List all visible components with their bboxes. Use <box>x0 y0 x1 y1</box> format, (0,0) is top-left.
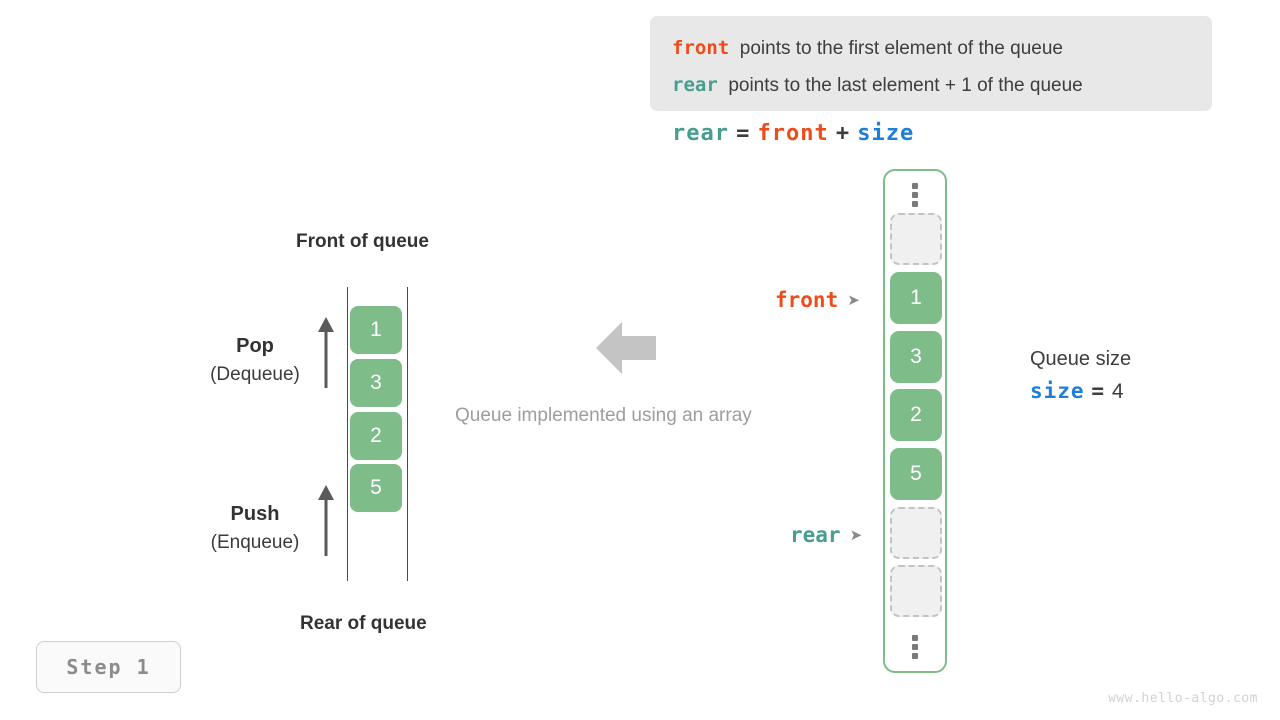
pointer-rear-arrow-icon: ➤ <box>849 526 863 544</box>
pop-up-arrow-icon <box>318 317 334 388</box>
legend-keyword-rear: rear <box>672 74 718 96</box>
push-subtitle: (Enqueue) <box>210 532 300 553</box>
formula-equals: = <box>736 121 751 146</box>
legend-text-front: points to the first element of the queue <box>739 38 1063 59</box>
center-caption: Queue implemented using an array <box>455 405 752 426</box>
formula-rear-equals-front-plus-size: rear = front + size <box>672 120 914 146</box>
push-operation-label: Push (Enqueue) <box>180 500 330 558</box>
pointer-front-label: front <box>775 288 839 312</box>
formula-plus: + <box>835 121 851 146</box>
watermark: www.hello-algo.com <box>1108 691 1258 706</box>
legend-text-rear: points to the last element + 1 of the qu… <box>728 75 1083 96</box>
rear-of-queue-label: Rear of queue <box>300 613 427 634</box>
pointer-rear: rear ➤ <box>790 523 862 547</box>
push-up-arrow-icon <box>318 485 334 556</box>
formula-lhs: rear <box>672 121 729 146</box>
array-slot-filled: 5 <box>890 448 942 500</box>
array-slot-filled: 2 <box>890 389 942 441</box>
pointer-front: front ➤ <box>775 288 860 312</box>
vertical-ellipsis-icon <box>912 183 920 207</box>
pointer-front-arrow-icon: ➤ <box>847 291 860 309</box>
array-slot-empty <box>890 507 942 559</box>
queue-rail-left <box>347 287 348 581</box>
legend-keyword-front: front <box>672 37 730 59</box>
legend-box: front points to the first element of the… <box>650 16 1212 111</box>
left-arrow-icon <box>596 322 656 374</box>
array-slot-empty <box>890 565 942 617</box>
formula-term-size: size <box>857 121 915 146</box>
legend-line-front: front points to the first element of the… <box>672 30 1190 67</box>
pop-operation-label: Pop (Dequeue) <box>180 332 330 390</box>
queue-cell: 2 <box>350 412 402 460</box>
queue-cell: 3 <box>350 359 402 407</box>
queue-size-equals: = <box>1091 379 1106 403</box>
pointer-rear-label: rear <box>790 523 841 547</box>
pop-title: Pop <box>236 335 274 357</box>
queue-size-annotation: Queue size size = 4 <box>1030 344 1131 409</box>
array-slot-empty <box>890 213 942 265</box>
queue-size-value: 4 <box>1111 380 1125 403</box>
array-container: 1 3 2 5 <box>883 169 947 673</box>
queue-cell: 1 <box>350 306 402 354</box>
queue-size-value-line: size = 4 <box>1030 374 1131 409</box>
push-title: Push <box>230 503 280 525</box>
array-slot-filled: 3 <box>890 331 942 383</box>
legend-line-rear: rear points to the last element + 1 of t… <box>672 67 1190 104</box>
front-of-queue-label: Front of queue <box>296 231 429 252</box>
queue-size-title: Queue size <box>1030 348 1132 370</box>
queue-rail-right <box>407 287 408 581</box>
formula-term-front: front <box>757 121 829 146</box>
array-slot-filled: 1 <box>890 272 942 324</box>
queue-size-var: size <box>1030 379 1085 403</box>
vertical-ellipsis-icon <box>912 635 920 659</box>
pop-subtitle: (Dequeue) <box>210 364 300 385</box>
step-badge: Step 1 <box>36 641 181 693</box>
queue-cell: 5 <box>350 464 402 512</box>
